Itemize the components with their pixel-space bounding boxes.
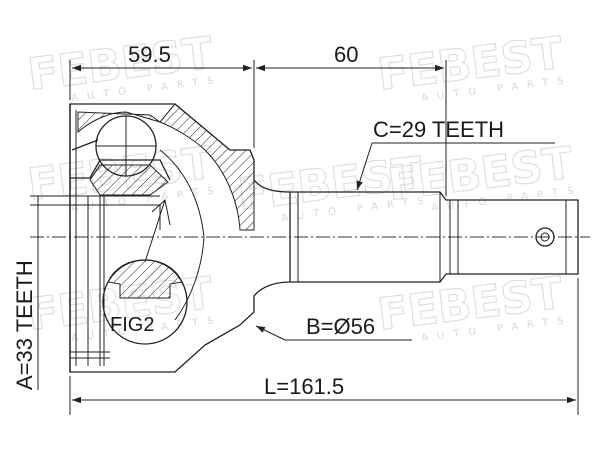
dim-shaft-length: 60 — [334, 42, 358, 67]
shaft — [289, 191, 579, 283]
dim-shaft-spline: C=29 TEETH — [373, 117, 504, 142]
dim-housing-length: 59.5 — [128, 42, 171, 67]
housing-body — [69, 103, 291, 373]
dim-seal-diameter: B=Ø56 — [306, 314, 375, 339]
detail-fig2: FIG2 — [102, 259, 188, 345]
dimension-lines — [30, 60, 579, 415]
dim-total-length: L=161.5 — [264, 374, 344, 399]
dim-housing-spline: A=33 TEETH — [12, 260, 37, 390]
thread-hole — [535, 227, 555, 247]
detail-label: FIG2 — [110, 314, 154, 336]
